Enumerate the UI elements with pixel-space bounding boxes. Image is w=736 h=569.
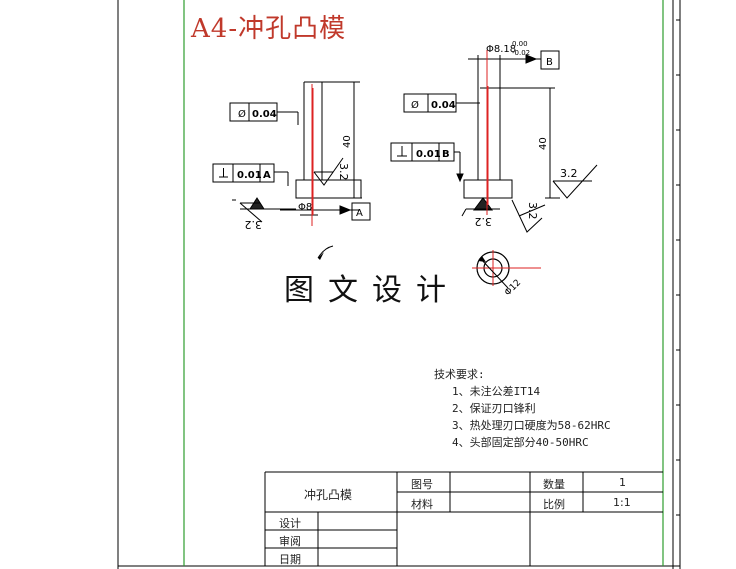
requirement-item: 1、未注公差IT14 — [452, 385, 541, 398]
technical-requirements: 技术要求: 1、未注公差IT14 2、保证刃口锋利 3、热处理刃口硬度为58-6… — [434, 366, 611, 451]
scale-label: 比例 — [543, 498, 565, 511]
right-roughness-right: 3.2 — [560, 167, 578, 180]
drawing-no-label: 图号 — [411, 478, 433, 491]
right-runout-value: 0.04 — [431, 100, 456, 111]
requirement-item: 4、头部固定部分40-50HRC — [452, 436, 589, 449]
drawing-title: A4-冲孔凸模 — [191, 14, 347, 44]
title-block-grid — [264, 471, 663, 566]
requirement-item: 2、保证刃口锋利 — [452, 402, 536, 415]
right-datum-box-label: B — [546, 57, 553, 68]
date-label: 日期 — [279, 553, 301, 566]
part-name: 冲孔凸模 — [304, 488, 353, 502]
left-length-label: 40 — [342, 135, 353, 148]
left-datum-box-label: A — [356, 208, 363, 219]
right-perp-value: 0.01 — [416, 149, 441, 160]
svg-text:Ø: Ø — [238, 108, 246, 120]
material-label: 材料 — [411, 498, 433, 511]
left-perp-value: 0.01 — [237, 170, 262, 181]
quantity-value: 1 — [619, 476, 626, 489]
requirements-heading: 技术要求: — [434, 368, 485, 381]
right-roughness-bottom: 3.2 — [475, 215, 493, 228]
right-top-tol-lower: -0.02 — [512, 49, 530, 57]
right-length-label: 40 — [538, 137, 549, 150]
section-diameter-label: Φ12 — [503, 278, 523, 298]
quantity-label: 数量 — [543, 478, 565, 491]
left-roughness-top: 3.2 — [337, 163, 350, 181]
left-head-outline — [295, 179, 362, 199]
svg-text:Ø: Ø — [411, 99, 419, 111]
right-perp-datum: B — [442, 149, 450, 160]
right-top-tol-upper: 0.00 — [512, 40, 528, 48]
watermark-text: 图文设计 — [284, 273, 460, 308]
left-runout-value: 0.04 — [252, 109, 277, 120]
left-view: Ø 0.04 0.01 A A Φ8 3.2 3.2 40 — [212, 81, 371, 231]
left-roughness-bottom: 3.2 — [245, 218, 263, 231]
review-label: 审阅 — [279, 535, 301, 548]
right-roughness-side: 3.2 — [526, 202, 539, 220]
right-top-diameter: Φ8.18 — [486, 44, 516, 55]
scale-value: 1:1 — [613, 496, 631, 509]
left-perp-datum: A — [263, 170, 271, 181]
left-diameter-label: Φ8 — [298, 202, 312, 213]
right-view: Φ8.18 0.00 -0.02 B Ø 0.04 0.01 B 3.2 3.2… — [390, 40, 598, 233]
design-label: 设计 — [279, 517, 301, 530]
requirement-item: 3、热处理刃口硬度为58-62HRC — [452, 419, 611, 432]
